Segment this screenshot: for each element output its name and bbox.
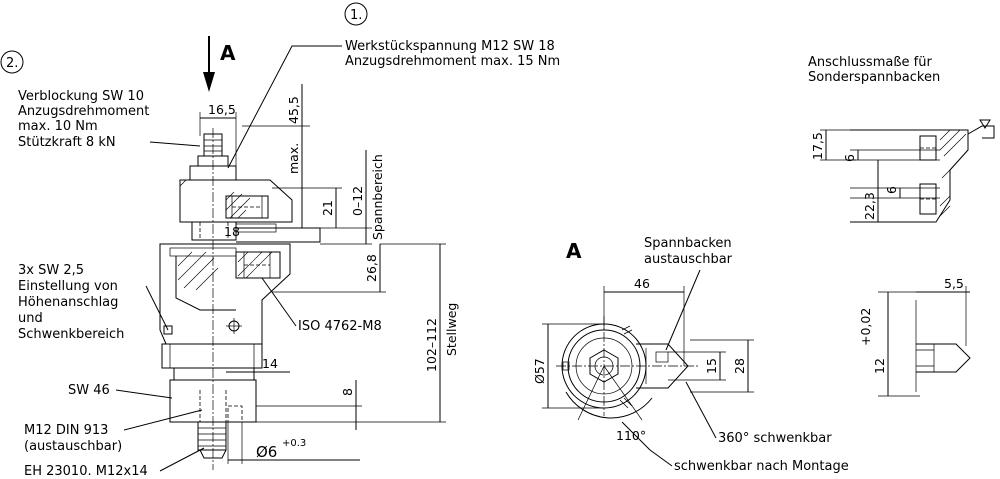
dim-26-8: 26,8 — [272, 244, 386, 293]
anschluss-line1: Anschlussmaße für — [808, 55, 932, 70]
dim-17-5: 17,5 — [810, 129, 856, 161]
callout-2: 2. — [0, 50, 24, 74]
schwenk360-text: 360° schwenkbar — [718, 431, 832, 446]
callout-1: 1. — [344, 2, 368, 26]
dim-110-text: 110° — [616, 428, 646, 443]
label-sw25: 3x SW 2,5 Einstellung von Höhenanschlag … — [18, 263, 169, 342]
dim-15-text: 15 — [704, 358, 719, 374]
dim-5-5: 5,5 — [916, 276, 970, 346]
dim-28: 28 — [690, 339, 754, 393]
dim-max-text: max. — [286, 143, 301, 174]
verblockung-line3: max. 10 Nm — [18, 119, 98, 134]
dim-45-5: 45,5 max. — [242, 84, 310, 228]
spannbacken-line1: Spannbacken — [644, 236, 732, 251]
dim-5-5-text: 5,5 — [944, 276, 964, 291]
key-block-view — [878, 291, 971, 397]
label-din913: M12 DIN 913 (austauschbar) — [24, 409, 203, 454]
label-anschluss: Anschlussmaße für Sonderspannbacken — [808, 55, 940, 85]
sw46-text: SW 46 — [68, 383, 110, 398]
dim-26-8-text: 26,8 — [364, 254, 379, 282]
dim-16-5: 16,5 — [199, 102, 237, 170]
label-werkstueck: Werkstückspannung M12 SW 18 Anzugsdrehmo… — [227, 39, 560, 169]
dim-22-3-text: 22,3 — [862, 192, 877, 220]
dim-102-112: 102–112 Stellweg — [256, 243, 459, 423]
dim-12-text: 12 — [872, 358, 887, 374]
dim-17-5-text: 17,5 — [810, 132, 825, 160]
dim-14-text: 14 — [262, 356, 278, 371]
dim-102-112-text: 102–112 — [424, 318, 439, 372]
jaw-section-view — [850, 119, 995, 223]
schwenk-montage-text: schwenkbar nach Montage — [674, 459, 849, 474]
dim-15: 15 — [668, 351, 726, 381]
dim-22-3: 22,3 — [862, 160, 879, 222]
dim-21-text: 21 — [320, 200, 335, 216]
label-sw46: SW 46 — [68, 383, 173, 399]
label-schwenk360: 360° schwenkbar — [685, 381, 832, 446]
dim-phi6: Ø6 +0.3 — [227, 422, 360, 464]
dim-phi6-text: Ø6 — [256, 443, 277, 461]
dim-12-tol-text: +0,02 — [858, 308, 873, 346]
dim-6b-text: 6 — [884, 186, 899, 194]
view-a-letter: A — [566, 239, 582, 263]
sw25-line4: und — [18, 311, 43, 326]
dim-46-text: 46 — [634, 276, 650, 291]
dim-14: 14 — [226, 356, 290, 373]
dim-0-12-text: 0–12 — [350, 186, 365, 216]
werkstueck-line1: Werkstückspannung M12 SW 18 — [345, 39, 555, 54]
callout-2-text: 2. — [6, 56, 18, 71]
dim-6a-text: 6 — [842, 154, 857, 162]
din-line2: (austauschbar) — [24, 439, 122, 454]
sw25-line3: Höhenanschlag — [18, 295, 118, 310]
view-a: A — [556, 239, 700, 421]
dim-8-text: 8 — [340, 388, 355, 396]
dim-45-5-text: 45,5 — [286, 96, 301, 124]
dim-8: 8 — [256, 380, 362, 430]
label-spannbacken: Spannbacken austauschbar — [644, 236, 733, 351]
dim-phi57-text: Ø57 — [532, 358, 547, 384]
werkstueck-line2: Anzugsdrehmoment max. 15 Nm — [345, 54, 560, 69]
spannbacken-line2: austauschbar — [644, 252, 733, 267]
dim-phi6-tol: +0.3 — [282, 438, 306, 449]
dim-12-tol: 12 +0,02 — [858, 292, 889, 396]
label-eh: EH 23010. M12x14 — [24, 447, 205, 479]
dim-0-12: 0–12 Spannbereich — [320, 150, 385, 245]
view-arrow-letter: A — [220, 41, 236, 65]
dim-spannbereich-text: Spannbereich — [370, 154, 385, 240]
iso-text: ISO 4762-M8 — [298, 319, 382, 334]
label-schwenk-montage: schwenkbar nach Montage — [621, 421, 849, 474]
clamp-side-view — [159, 128, 321, 470]
sw25-line5: Schwenkbereich — [18, 327, 124, 342]
dim-28-text: 28 — [732, 358, 747, 374]
eh-text: EH 23010. M12x14 — [24, 464, 148, 479]
view-arrow-a: A — [203, 36, 236, 92]
dim-6a: 6 — [842, 150, 859, 162]
din-line1: M12 DIN 913 — [24, 423, 108, 438]
sw25-line2: Einstellung von — [18, 279, 118, 294]
dim-46: 46 — [603, 276, 685, 366]
sw25-line1: 3x SW 2,5 — [18, 263, 84, 278]
label-verblockung: Verblockung SW 10 Anzugsdrehmoment max. … — [18, 89, 201, 150]
dim-16-5-text: 16,5 — [208, 102, 236, 117]
dim-stellweg-text: Stellweg — [444, 303, 459, 356]
dim-phi57: Ø57 — [532, 323, 604, 409]
verblockung-line2: Anzugsdrehmoment — [18, 104, 149, 119]
callout-1-text: 1. — [350, 8, 362, 23]
dim-21: 21 — [272, 187, 342, 228]
anschluss-line2: Sonderspannbacken — [808, 70, 940, 85]
dim-110: 110° — [616, 428, 646, 443]
dim-18-text: 18 — [224, 224, 240, 239]
label-iso: ISO 4762-M8 — [261, 277, 382, 334]
verblockung-line1: Verblockung SW 10 — [18, 89, 144, 104]
dim-6b: 6 — [884, 186, 901, 198]
verblockung-line4: Stützkraft 8 kN — [18, 135, 116, 150]
dim-18: 18 — [224, 224, 240, 239]
